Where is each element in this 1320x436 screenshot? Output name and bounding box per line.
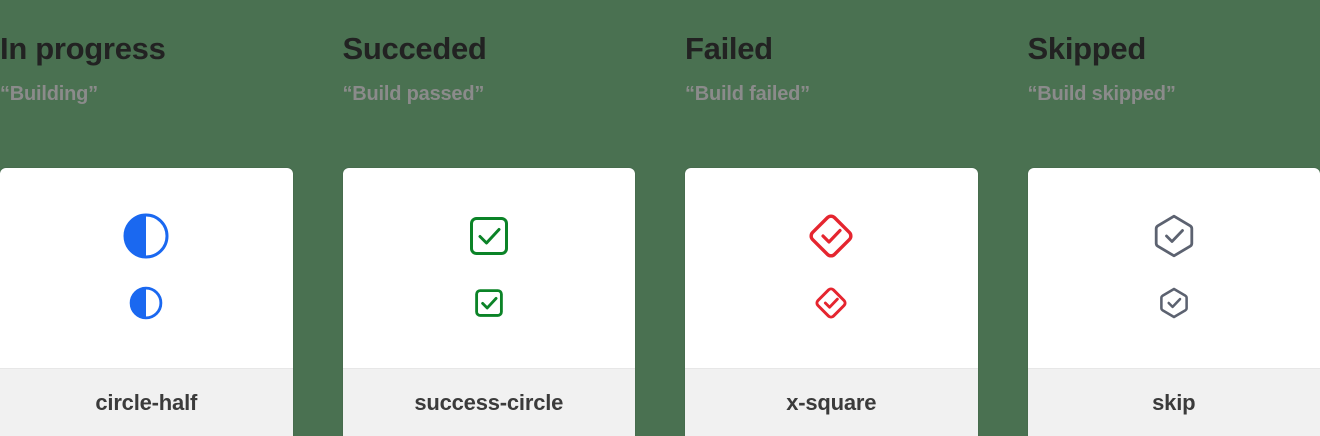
status-heading-failed: Failed “Build failed”	[685, 0, 978, 168]
icon-card-footer: skip	[1027, 368, 1320, 436]
status-subtitle: “Building”	[0, 83, 98, 106]
skip-icon-small	[1157, 286, 1191, 320]
x-square-icon-small	[814, 286, 848, 320]
status-heading-skipped: Skipped “Build skipped”	[1028, 0, 1320, 168]
status-heading-in-progress: In progress “Building”	[0, 0, 293, 168]
icon-name-label: x-square	[786, 389, 877, 415]
icon-card-body	[0, 168, 293, 368]
status-title: Skipped	[1027, 31, 1147, 66]
icon-card-circle-half[interactable]: circle-half	[0, 168, 293, 436]
skip-icon	[1150, 212, 1198, 260]
icon-card-x-square[interactable]: x-square	[685, 168, 978, 436]
status-heading-succeded: Succeded “Build passed”	[343, 0, 636, 168]
icon-name-label: circle-half	[95, 389, 198, 415]
icon-card-footer: x-square	[685, 368, 978, 436]
icon-card-body	[1028, 168, 1320, 368]
icon-card-body	[685, 168, 978, 368]
status-column-succeded: Succeded “Build passed”	[342, 0, 636, 436]
success-circle-icon-small	[472, 286, 506, 320]
circle-half-icon	[122, 212, 170, 260]
icon-name-label: success-circle	[414, 389, 564, 415]
status-subtitle: “Build passed”	[342, 83, 485, 106]
status-column-skipped: Skipped “Build skipped”	[1027, 0, 1320, 436]
icon-name-label: skip	[1152, 389, 1196, 415]
status-subtitle: “Build skipped”	[1027, 83, 1176, 106]
icon-card-body	[343, 168, 636, 368]
x-square-icon	[807, 212, 855, 260]
status-subtitle: “Build failed”	[685, 83, 810, 106]
status-title: Failed	[685, 31, 773, 66]
status-title: Succeded	[342, 31, 487, 66]
icon-card-skip[interactable]: skip	[1027, 168, 1320, 436]
success-circle-icon	[465, 212, 513, 260]
icon-card-footer: success-circle	[342, 368, 635, 436]
status-title: In progress	[0, 31, 166, 66]
status-column-failed: Failed “Build failed”	[685, 0, 978, 436]
icon-card-footer: circle-half	[0, 368, 293, 436]
status-column-in-progress: In progress “Building”	[0, 0, 293, 436]
icon-card-success-circle[interactable]: success-circle	[342, 168, 636, 436]
circle-half-icon-small	[129, 286, 163, 320]
